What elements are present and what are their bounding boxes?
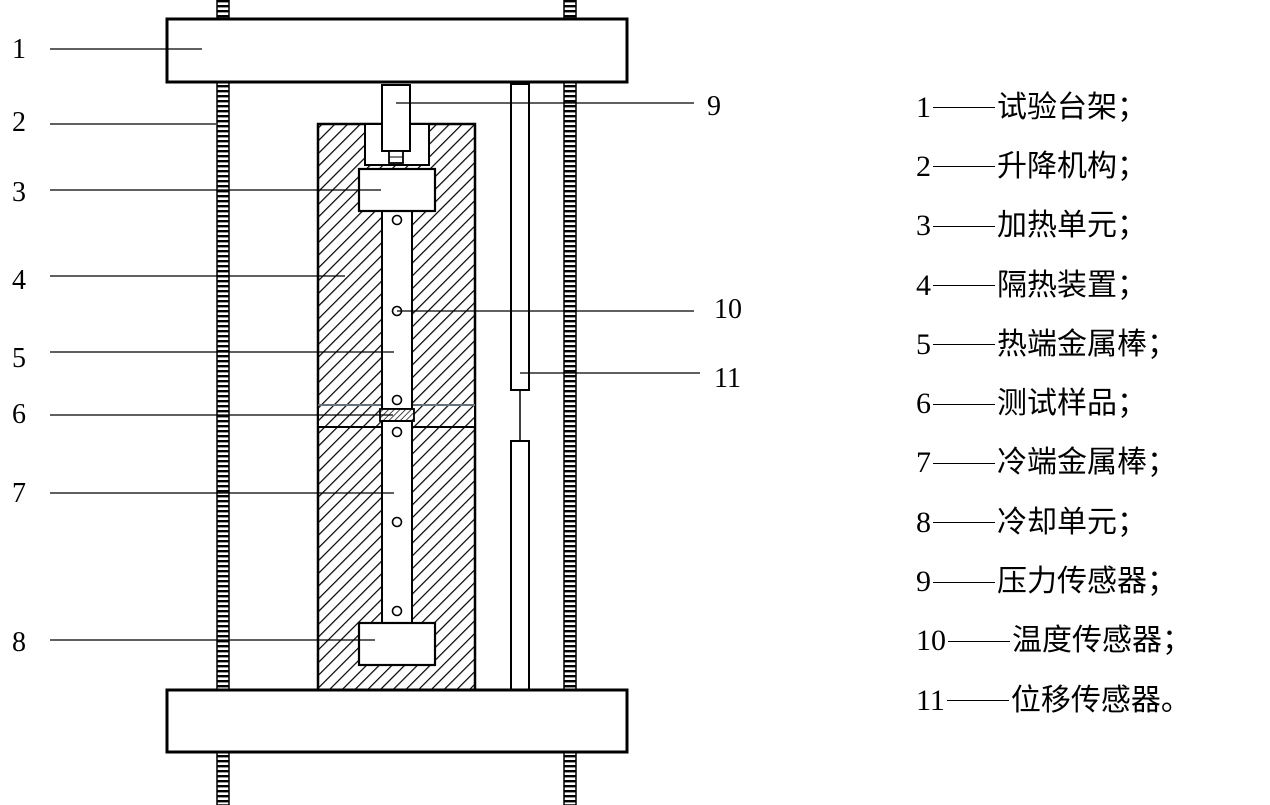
callout-10: 10 xyxy=(714,294,742,325)
legend-item: 6 测试样品； xyxy=(916,374,1256,433)
legend-dash xyxy=(933,581,995,583)
legend-dash xyxy=(933,225,995,227)
legend-item: 2 升降机构； xyxy=(916,137,1256,196)
callout-8: 8 xyxy=(12,627,26,658)
legend-item: 1 试验台架； xyxy=(916,78,1256,137)
legend: 1 试验台架； 2 升降机构； 3 加热单元； 4 隔热装置； 5 热端金属棒； 6 测试样… xyxy=(916,78,1256,730)
legend-dash xyxy=(948,640,1010,642)
frame-top-plate xyxy=(165,17,629,84)
callout-5: 5 xyxy=(12,343,26,374)
legend-number: 2 xyxy=(916,149,931,183)
callout-7: 7 xyxy=(12,478,26,509)
legend-number: 1 xyxy=(916,90,931,124)
legend-number: 4 xyxy=(916,268,931,302)
legend-number: 5 xyxy=(916,327,931,361)
temperature-point xyxy=(391,605,403,617)
displacement-sensor-lower xyxy=(510,440,530,691)
callout-9: 9 xyxy=(707,91,721,122)
legend-text: 热端金属棒； xyxy=(997,326,1177,362)
legend-dash xyxy=(933,344,995,346)
legend-dash xyxy=(946,700,1009,702)
legend-number: 11 xyxy=(916,683,945,717)
legend-number: 10 xyxy=(916,624,946,658)
lifting-screw-left xyxy=(216,0,230,805)
legend-number: 8 xyxy=(916,505,931,539)
legend-item: 7 冷端金属棒； xyxy=(916,434,1256,493)
legend-item: 5 热端金属棒； xyxy=(916,315,1256,374)
leader-lines xyxy=(50,48,700,641)
temperature-point xyxy=(391,394,403,406)
cooling-unit xyxy=(357,621,437,667)
legend-item: 4 隔热装置； xyxy=(916,256,1256,315)
legend-dash xyxy=(933,462,995,464)
frame-bottom-plate xyxy=(165,688,629,754)
legend-number: 9 xyxy=(916,565,931,599)
legend-text: 压力传感器； xyxy=(997,564,1177,600)
callout-1: 1 xyxy=(12,34,26,65)
legend-text: 冷却单元； xyxy=(997,504,1147,540)
legend-number: 3 xyxy=(916,209,931,243)
legend-number: 7 xyxy=(916,446,931,480)
legend-text: 冷端金属棒； xyxy=(997,445,1177,481)
legend-item: 8 冷却单元； xyxy=(916,493,1256,552)
legend-text: 加热单元； xyxy=(997,208,1147,244)
legend-item: 3 加热单元； xyxy=(916,197,1256,256)
legend-dash xyxy=(933,107,995,109)
legend-dash xyxy=(933,166,995,168)
displacement-sensor-upper xyxy=(510,83,530,391)
callout-6: 6 xyxy=(12,399,26,430)
legend-text: 隔热装置； xyxy=(997,267,1147,303)
legend-dash xyxy=(933,522,995,524)
legend-item: 10 温度传感器； xyxy=(916,612,1256,671)
callout-4: 4 xyxy=(12,265,26,296)
temperature-point xyxy=(391,516,403,528)
legend-item: 9 压力传感器； xyxy=(916,552,1256,611)
legend-text: 测试样品； xyxy=(997,386,1147,422)
callout-3: 3 xyxy=(12,177,26,208)
lifting-screw-right xyxy=(563,0,577,805)
temperature-sensor-points xyxy=(391,214,403,617)
legend-text: 位移传感器。 xyxy=(1010,682,1191,718)
legend-text: 试验台架； xyxy=(997,89,1147,125)
temperature-point xyxy=(391,426,403,438)
callout-11: 11 xyxy=(714,363,741,394)
legend-item: 11 位移传感器。 xyxy=(916,671,1256,730)
pressure-sensor-body xyxy=(381,84,411,152)
callout-2: 2 xyxy=(12,107,26,138)
legend-dash xyxy=(933,403,995,405)
legend-text: 温度传感器； xyxy=(1012,623,1192,659)
legend-dash xyxy=(933,285,995,287)
legend-text: 升降机构； xyxy=(997,148,1147,184)
legend-number: 6 xyxy=(916,387,931,421)
temperature-point xyxy=(391,214,403,226)
